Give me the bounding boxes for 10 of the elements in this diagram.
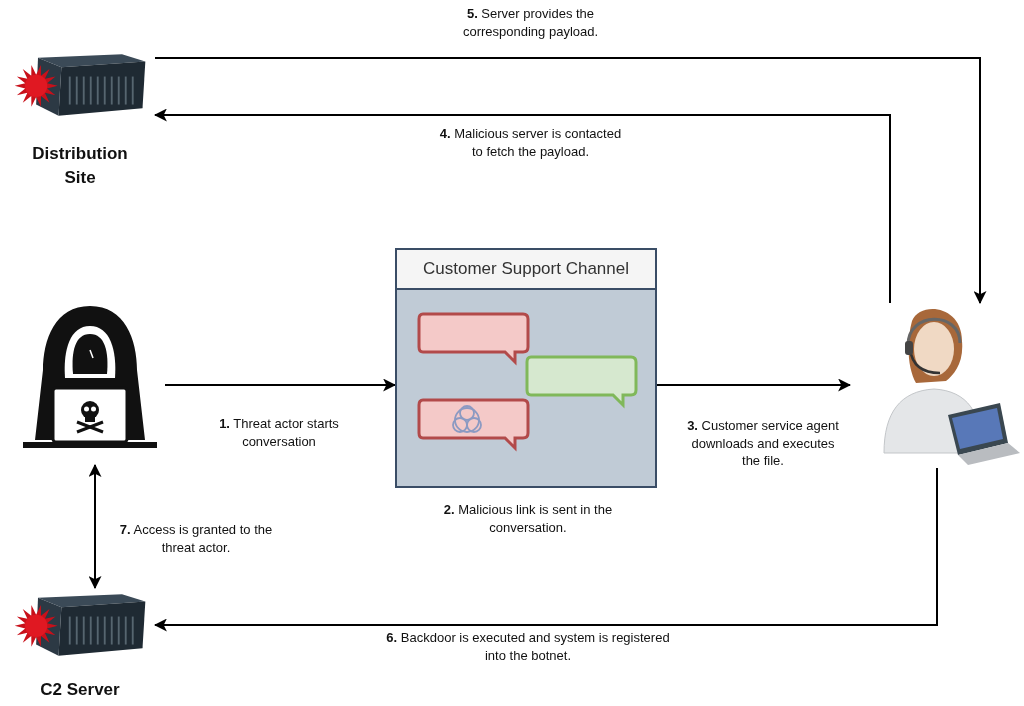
panel-title: Customer Support Channel [397, 250, 655, 290]
arrow [154, 57, 987, 305]
node-label: Distribution Site [31, 143, 129, 189]
arrow [153, 108, 891, 304]
arrow [153, 467, 938, 632]
arrow [88, 463, 102, 590]
arrow [656, 378, 852, 392]
chat-window-panel [395, 248, 657, 488]
node-label: C2 Server [39, 679, 121, 701]
arrow [164, 378, 397, 392]
